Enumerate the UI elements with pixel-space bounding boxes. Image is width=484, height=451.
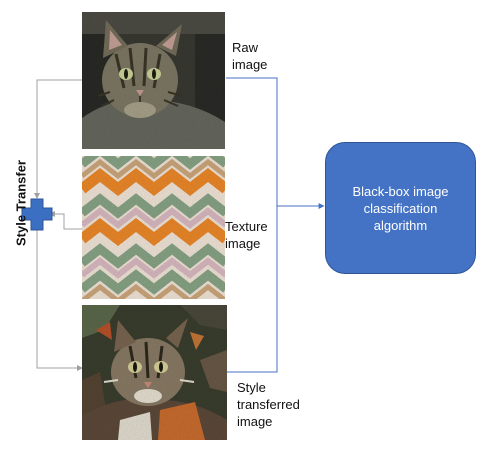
raw-to-combine-line bbox=[36, 79, 82, 198]
texture-image-label-line-2: image bbox=[225, 236, 261, 251]
styled-to-classifier-line bbox=[227, 206, 278, 373]
raw-image-label-line-2: image bbox=[232, 57, 268, 72]
styled-image-label-line-2: transferred bbox=[237, 397, 300, 412]
styled-image-label-line-3: image bbox=[237, 414, 273, 429]
classifier-text: Black-box image classification algorithm bbox=[352, 183, 448, 234]
plus-icon bbox=[21, 198, 53, 231]
style-transfer-label: Style Transfer bbox=[13, 160, 29, 246]
raw-image bbox=[82, 12, 225, 149]
styled-arrowhead bbox=[77, 365, 83, 371]
classifier-input-lines bbox=[226, 77, 325, 373]
raw-to-classifier-line bbox=[226, 77, 278, 206]
texture-image-label: Texture image bbox=[225, 218, 268, 252]
classifier-line-3: algorithm bbox=[373, 217, 428, 233]
raw-image-label: Raw image bbox=[232, 39, 267, 73]
styled-image-label-line-1: Style bbox=[237, 380, 266, 395]
combine-to-styled-line bbox=[36, 230, 78, 369]
texture-image bbox=[82, 156, 225, 299]
styled-image-label: Style transferred image bbox=[237, 379, 300, 430]
raw-image-label-line-1: Raw bbox=[232, 40, 259, 55]
connector-lines bbox=[36, 79, 82, 369]
texture-to-combine-line bbox=[54, 213, 82, 230]
classifier-box: Black-box image classification algorithm bbox=[325, 142, 476, 274]
texture-image-label-line-1: Texture bbox=[225, 219, 268, 234]
style-transferred-image bbox=[82, 305, 227, 440]
classifier-line-1: Black-box image bbox=[352, 183, 449, 199]
raw-arrowhead bbox=[34, 193, 40, 199]
classifier-line-2: classification bbox=[363, 200, 438, 216]
